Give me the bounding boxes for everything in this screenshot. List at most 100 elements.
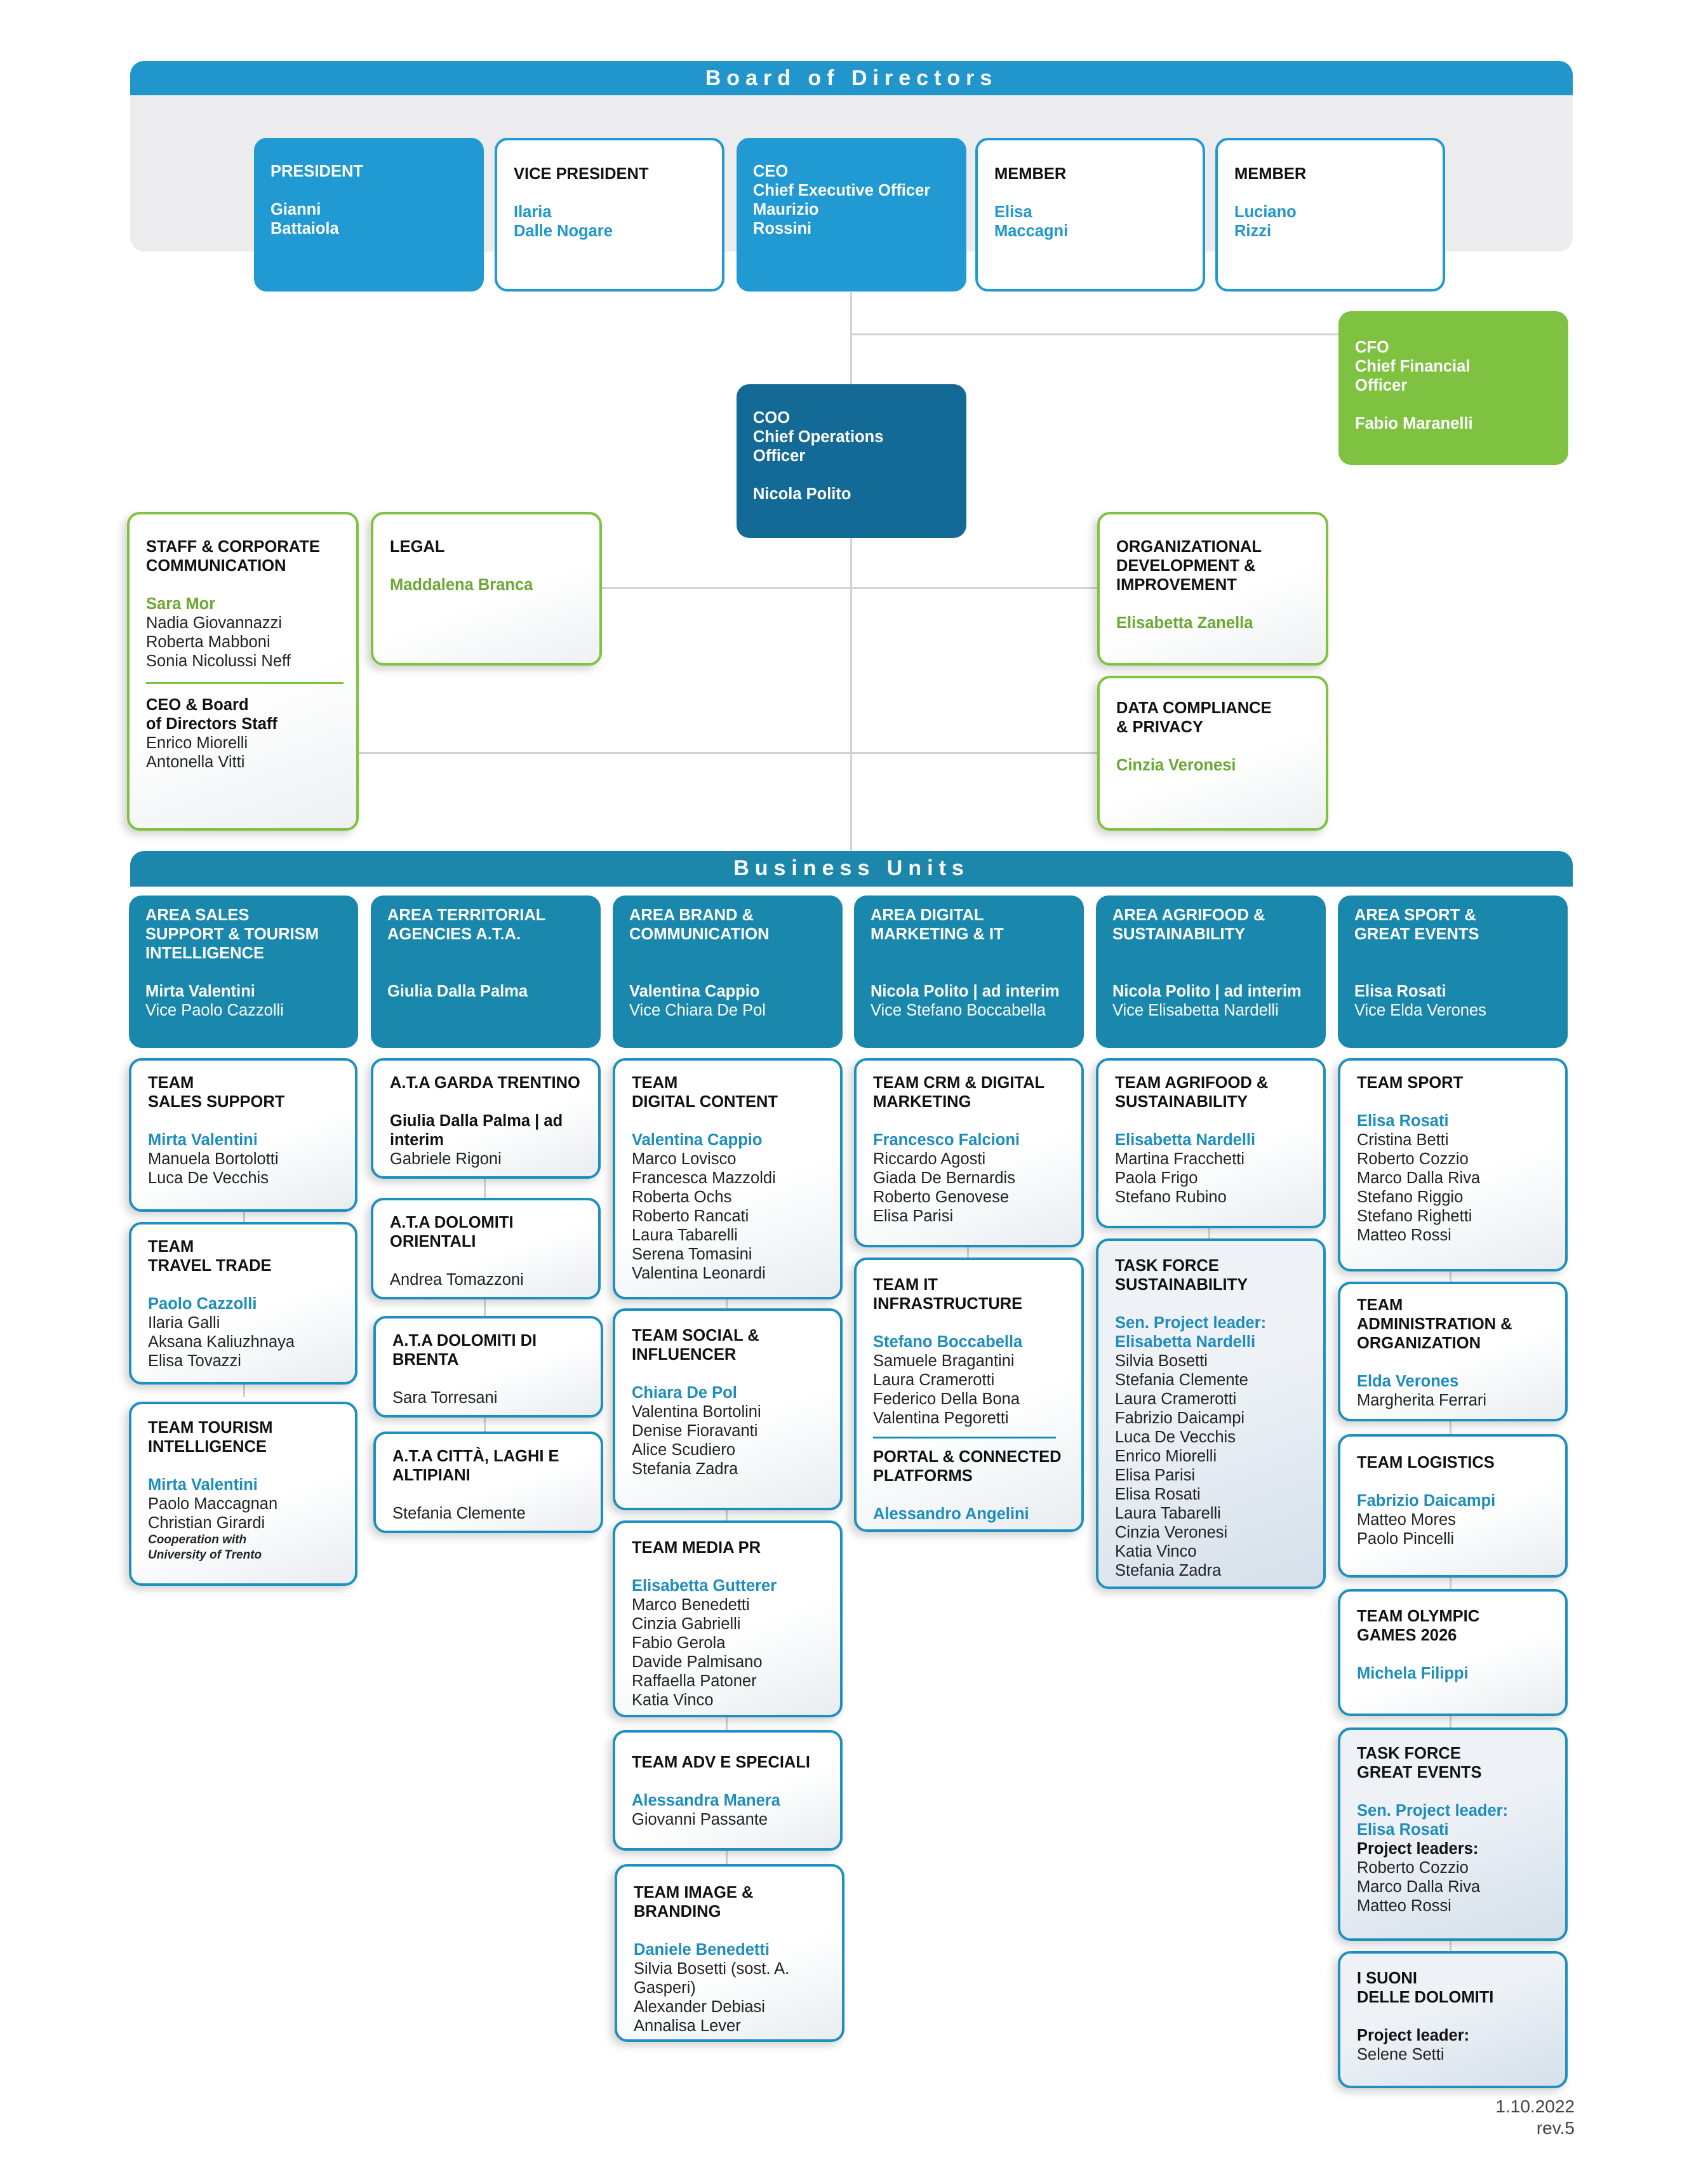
team-title: A.T.A GARDA TRENTINO: [390, 1074, 580, 1092]
team-lead: Elisabetta Nardelli: [1115, 1131, 1256, 1149]
member-name: Ilaria Dalle Nogare: [514, 203, 613, 240]
connector-line: [850, 292, 852, 851]
team-title: TEAM SALES SUPPORT: [148, 1074, 285, 1111]
team-title: TEAM SPORT: [1357, 1074, 1464, 1092]
team-title: TEAM CRM & DIGITAL MARKETING: [873, 1074, 1045, 1111]
member-role: PRESIDENT: [270, 163, 363, 180]
team-social-influencer: TEAM SOCIAL & INFLUENCER Chiara De Pol V…: [613, 1308, 843, 1510]
staff-corporate-communication-box: STAFF & CORPORATE COMMUNICATION Sara Mor…: [127, 512, 359, 831]
team-sub-lead: Alessandro Angelini: [873, 1505, 1029, 1523]
team-title: A.T.A DOLOMITI DI BRENTA: [392, 1332, 537, 1369]
team-members: Marco Benedetti Cinzia Gabrielli Fabio G…: [632, 1596, 763, 1709]
team-members: Cristina Betti Roberto Cozzio Marco Dall…: [1357, 1131, 1481, 1244]
staff-lead: Sara Mor: [146, 595, 216, 613]
team-agrifood-sustainability: TEAM AGRIFOOD & SUSTAINABILITY Elisabett…: [1096, 1058, 1326, 1228]
board-member-elisa-maccagni: MEMBER Elisa Maccagni: [975, 138, 1205, 292]
team-media-pr: TEAM MEDIA PR Elisabetta Gutterer Marco …: [613, 1520, 843, 1717]
team-olympic-games: TEAM OLYMPIC GAMES 2026 Michela Filippi: [1338, 1589, 1568, 1716]
connector-line: [357, 752, 1098, 754]
legal-box: LEGAL Maddalena Branca: [371, 512, 602, 666]
staff-title: STAFF & CORPORATE COMMUNICATION: [146, 538, 320, 575]
team-title: TEAM IMAGE & BRANDING: [634, 1884, 754, 1921]
team-title: TEAM TOURISM INTELLIGENCE: [148, 1419, 273, 1456]
area-head: Elisa Rosati: [1354, 983, 1446, 1000]
member-role: MEMBER: [1234, 165, 1307, 183]
team-lead: Fabrizio Daicampi: [1357, 1492, 1496, 1510]
team-members: Marco Lovisco Francesca Mazzoldi Roberta…: [632, 1150, 776, 1282]
team-members: Manuela Bortolotti Luca De Vecchis: [148, 1150, 279, 1187]
team-sub-title: PORTAL & CONNECTED PLATFORMS: [873, 1448, 1062, 1485]
area-digital-marketing-it: AREA DIGITAL MARKETING & IT Nicola Polit…: [854, 896, 1084, 1048]
area-brand-communication: AREA BRAND & COMMUNICATION Valentina Cap…: [613, 896, 843, 1048]
team-title: TEAM DIGITAL CONTENT: [632, 1074, 778, 1111]
area-title: AREA BRAND & COMMUNICATION: [629, 906, 770, 943]
divider: [146, 682, 344, 684]
team-sub-label: Project leader:: [1357, 2027, 1470, 2044]
team-members: Roberto Cozzio Marco Dalla Riva Matteo R…: [1357, 1859, 1481, 1915]
footer-date: 1.10.2022: [1495, 2096, 1575, 2116]
board-title: Board of Directors: [705, 66, 998, 90]
team-lead: Mirta Valentini: [148, 1131, 258, 1149]
task-force-sustainability: TASK FORCE SUSTAINABILITY Sen. Project l…: [1096, 1238, 1326, 1589]
team-members: Silvia Bosetti (sost. A. Gasperi) Alexan…: [634, 1960, 790, 2035]
team-lead: Stefano Boccabella: [873, 1333, 1023, 1351]
team-crm-digital-marketing: TEAM CRM & DIGITAL MARKETING Francesco F…: [854, 1058, 1084, 1247]
team-members: Martina Fracchetti Paola Frigo Stefano R…: [1115, 1150, 1245, 1206]
area-sales-support-tourism: AREA SALES SUPPORT & TOURISM INTELLIGENC…: [129, 896, 358, 1048]
team-lead: Sen. Project leader: Elisabetta Nardelli: [1115, 1314, 1267, 1351]
team-adv-speciali: TEAM ADV E SPECIALI Alessandra Manera Gi…: [613, 1730, 843, 1851]
team-it-infrastructure: TEAM IT INFRASTRUCTURE Stefano Boccabell…: [854, 1258, 1084, 1532]
team-lead: Giulia Dalla Palma | ad interim: [390, 1112, 563, 1149]
team-members: Ilaria Galli Aksana Kaliuzhnaya Elisa To…: [148, 1314, 295, 1370]
ata-garda-trentino: A.T.A GARDA TRENTINO Giulia Dalla Palma …: [371, 1058, 601, 1179]
team-title: TEAM MEDIA PR: [632, 1539, 761, 1557]
team-title: TEAM AGRIFOOD & SUSTAINABILITY: [1115, 1074, 1269, 1111]
team-title: TEAM TRAVEL TRADE: [148, 1238, 272, 1275]
member-name: Gianni Battaiola: [270, 201, 339, 238]
area-vice: Vice Chiara De Pol: [629, 1002, 766, 1019]
team-members: Andrea Tomazzoni: [390, 1271, 524, 1289]
area-title: AREA AGRIFOOD & SUSTAINABILITY: [1112, 906, 1265, 943]
area-head: Nicola Polito | ad interim: [871, 983, 1060, 1000]
area-territorial-agencies: AREA TERRITORIAL AGENCIES A.T.A. Giulia …: [371, 896, 601, 1048]
org-dev-title: ORGANIZATIONAL DEVELOPMENT & IMPROVEMENT: [1116, 538, 1262, 594]
team-sales-support: TEAM SALES SUPPORT Mirta Valentini Manue…: [129, 1058, 357, 1212]
business-units-header: Business Units: [130, 851, 1573, 887]
coo-name: Nicola Polito: [753, 485, 851, 503]
team-title: I SUONI DELLE DOLOMITI: [1357, 1969, 1494, 2006]
area-head: Mirta Valentini: [145, 983, 255, 1000]
staff-sub-members: Enrico Miorelli Antonella Vitti: [146, 734, 248, 771]
org-dev-lead: Elisabetta Zanella: [1116, 614, 1253, 632]
area-agrifood-sustainability: AREA AGRIFOOD & SUSTAINABILITY Nicola Po…: [1096, 896, 1326, 1048]
footer-revision: rev.5: [1536, 2118, 1575, 2138]
area-head: Nicola Polito | ad interim: [1112, 983, 1302, 1000]
data-compliance-lead: Cinzia Veronesi: [1116, 756, 1236, 774]
team-lead: Elisabetta Gutterer: [632, 1577, 777, 1595]
team-logistics: TEAM LOGISTICS Fabrizio Daicampi Matteo …: [1338, 1434, 1568, 1578]
team-lead: Mirta Valentini: [148, 1476, 258, 1494]
coo-role: COO Chief Operations Officer: [753, 409, 884, 465]
team-members: Sara Torresani: [392, 1389, 498, 1407]
team-members: Silvia Bosetti Stefania Clemente Laura C…: [1115, 1352, 1248, 1580]
team-tourism-intelligence: TEAM TOURISM INTELLIGENCE Mirta Valentin…: [129, 1402, 357, 1586]
member-role: VICE PRESIDENT: [514, 165, 649, 183]
team-title: TASK FORCE SUSTAINABILITY: [1115, 1257, 1248, 1294]
cfo-role: CFO Chief Financial Officer: [1355, 339, 1471, 394]
area-vice: Vice Elda Verones: [1354, 1002, 1486, 1019]
area-title: AREA SALES SUPPORT & TOURISM INTELLIGENC…: [145, 906, 319, 962]
team-lead: Alessandra Manera: [632, 1792, 780, 1809]
team-note: Cooperation with University of Trento: [148, 1533, 262, 1562]
connector-line: [484, 1175, 486, 1454]
legal-lead: Maddalena Branca: [390, 576, 533, 594]
team-lead: Elda Verones: [1357, 1372, 1459, 1390]
team-title: TASK FORCE GREAT EVENTS: [1357, 1745, 1482, 1781]
board-member-president: PRESIDENT Gianni Battaiola: [254, 138, 484, 292]
team-members: Paolo Maccagnan Christian Girardi: [148, 1495, 278, 1532]
team-image-branding: TEAM IMAGE & BRANDING Daniele Benedetti …: [615, 1864, 844, 2042]
team-members: Matteo Mores Paolo Pincelli: [1357, 1511, 1456, 1548]
team-members: Gabriele Rigoni: [390, 1150, 502, 1168]
team-lead: Paolo Cazzolli: [148, 1295, 257, 1313]
area-head: Giulia Dalla Palma: [387, 983, 528, 1000]
team-members: Stefania Clemente: [392, 1505, 526, 1522]
ata-citta-laghi-altipiani: A.T.A CITTÀ, LAGHI E ALTIPIANI Stefania …: [373, 1432, 603, 1533]
